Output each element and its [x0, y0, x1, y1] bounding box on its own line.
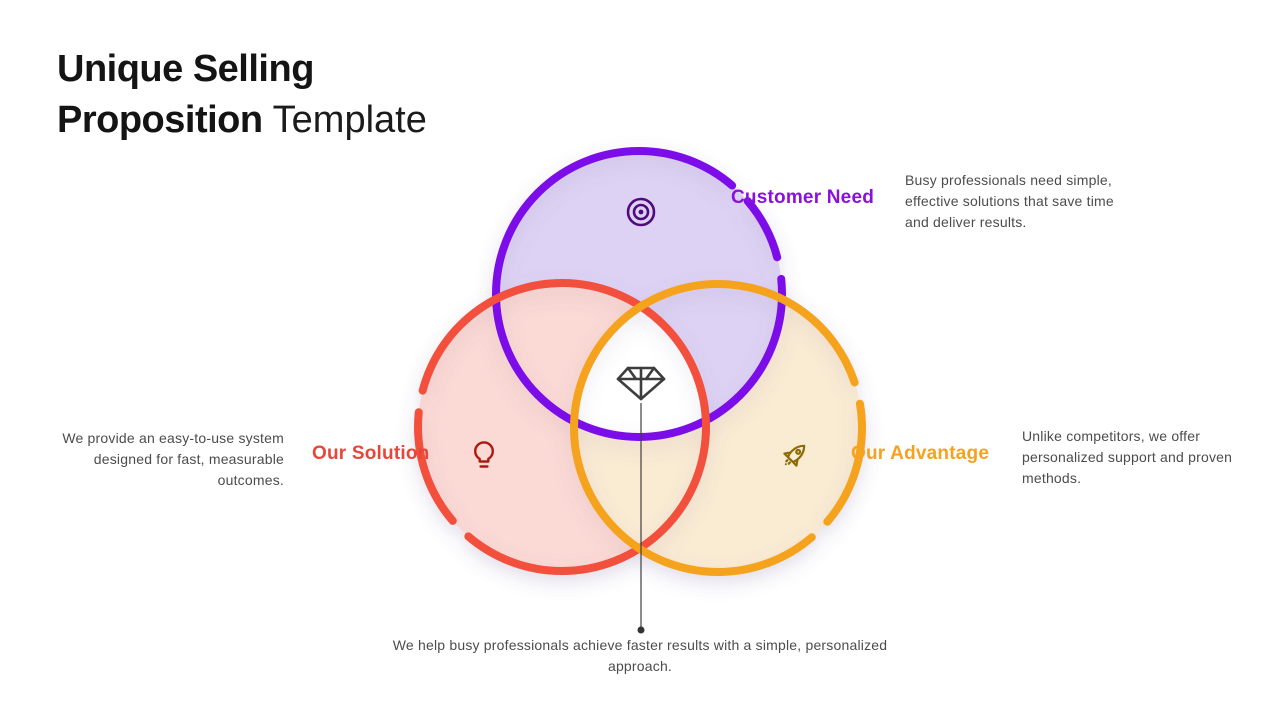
our-solution-description: We provide an easy-to-use system designe… [62, 430, 284, 488]
customer-need-ring [492, 147, 786, 441]
title-line2-bold: Proposition [57, 99, 263, 141]
center-connector-line [637, 403, 645, 634]
our-advantage-description: Unlike competitors, we offer personalize… [1022, 428, 1233, 486]
our-advantage-ring [570, 280, 866, 576]
lightbulb-icon [474, 441, 494, 468]
target-icon [626, 197, 656, 227]
our-solution-label: Our Solution [312, 443, 430, 464]
customer-need-description: Busy professionals need simple, effectiv… [905, 172, 1114, 230]
center-statement: We help busy professionals achieve faste… [392, 637, 888, 674]
our-advantage-label: Our Advantage [851, 443, 990, 464]
venn-fills [418, 151, 862, 572]
customer-need-label: Customer Need [731, 187, 875, 208]
rocket-icon [783, 444, 806, 467]
title-line1: Unique Selling [57, 48, 314, 90]
diamond-icon [616, 366, 666, 401]
title-line2-light: Template [272, 99, 427, 141]
our-solution-ring [414, 279, 710, 575]
venn-rings [414, 147, 866, 576]
